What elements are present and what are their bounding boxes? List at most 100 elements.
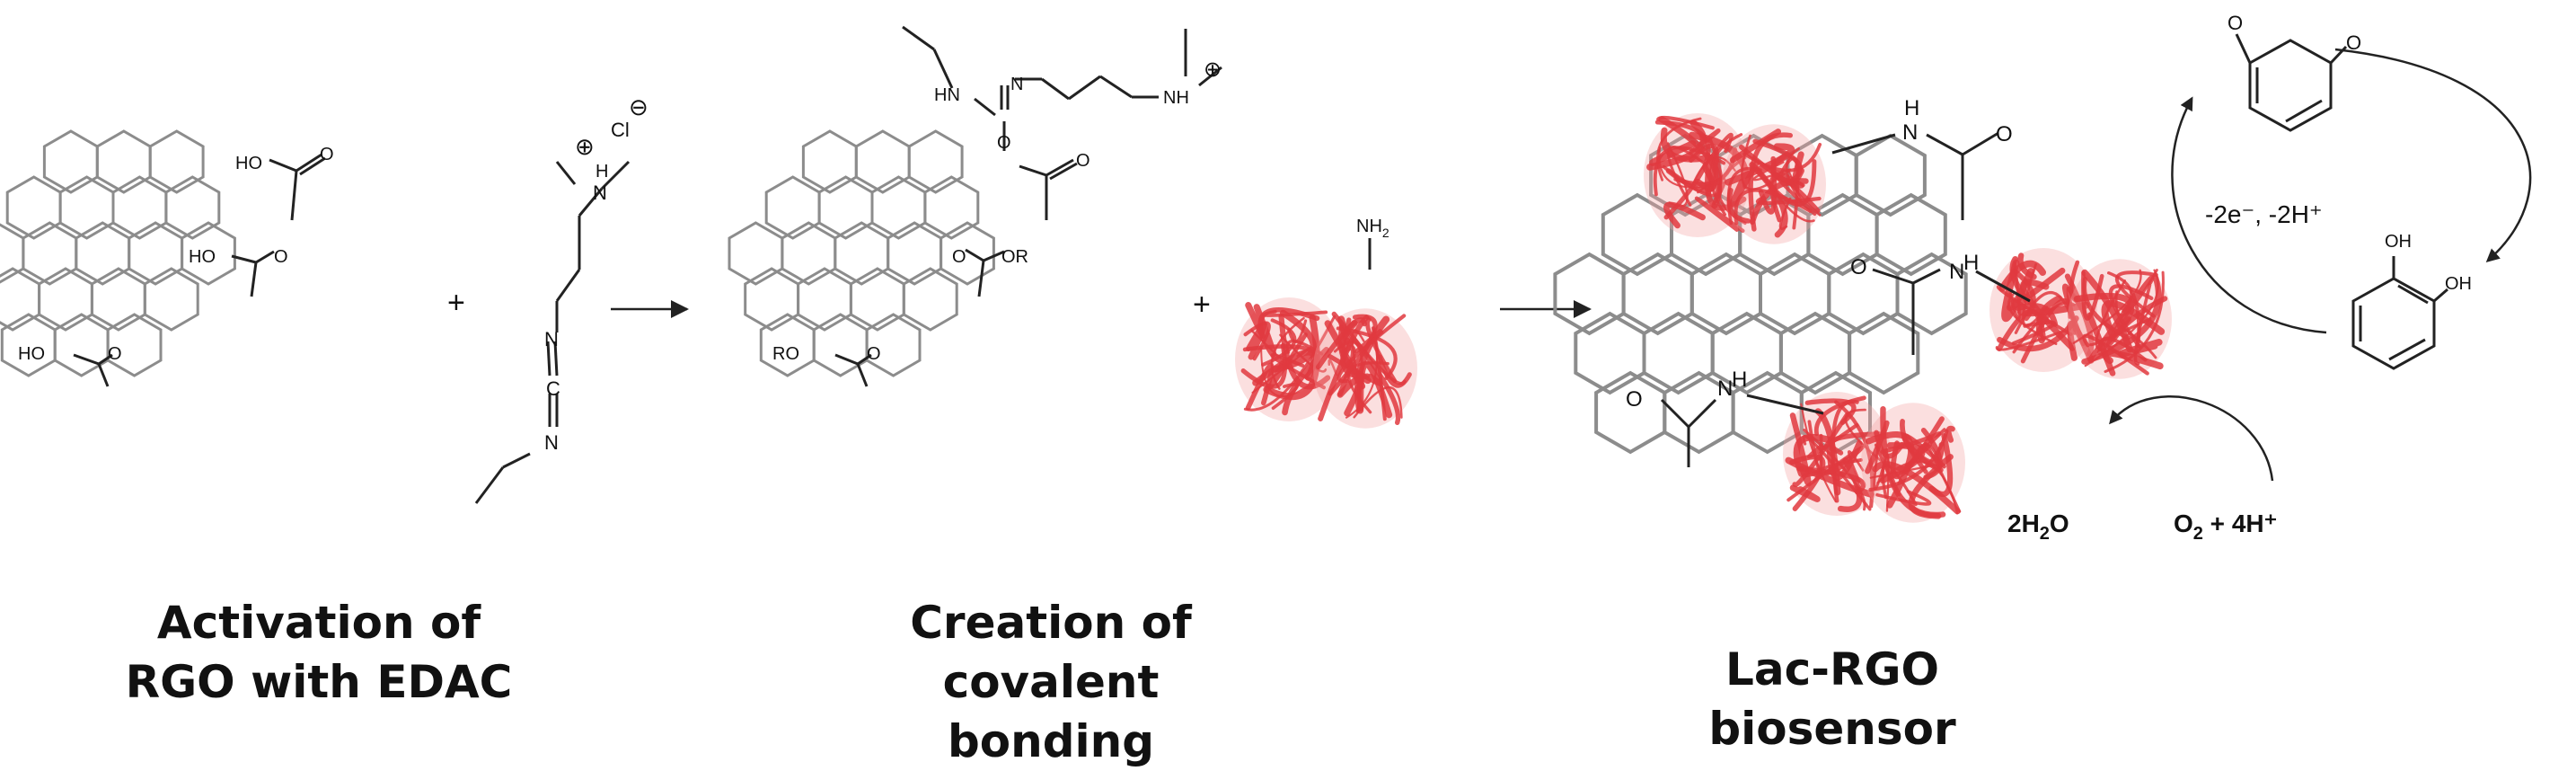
protein-ribbon (2081, 269, 2133, 353)
lattice-hexagon (849, 267, 905, 332)
protein-ribbon (2101, 350, 2164, 370)
lattice-hexagon (1759, 252, 1831, 336)
step2-caption-line2: bonding (947, 715, 1155, 767)
protein-ribbon (2104, 270, 2165, 373)
amide-n-bot: N (1717, 377, 1733, 401)
step3-caption: Lac-RGO biosensor (1599, 640, 2066, 758)
nh2-label: NH2 (1356, 217, 1389, 240)
protein-ribbon (2007, 293, 2058, 346)
protein-ribbon (1773, 170, 1817, 216)
o-acylisourea-chain (834, 25, 1222, 387)
edac-plus-label: ⊕ (575, 133, 595, 160)
lattice-hexagon (797, 267, 852, 332)
protein-ribbon (2082, 333, 2149, 376)
protein-ribbon (1803, 428, 1866, 511)
lattice-hexagon (143, 267, 199, 332)
protein-ribbon (1904, 428, 1946, 468)
lattice-hexagon (907, 129, 964, 194)
lattice-hexagon (781, 221, 837, 286)
protein-ribbon (1243, 315, 1337, 412)
protein-ribbon (1874, 430, 1905, 459)
laccase-enzyme-top (1644, 113, 1826, 244)
step2-caption: Creation of covalent bonding (799, 593, 1302, 771)
lattice-hexagon (1642, 311, 1715, 395)
protein-ribbon (1328, 359, 1338, 377)
protein-ribbon (1741, 134, 1792, 191)
amide-o-top: O (1996, 122, 2013, 146)
step1-caption-line2: RGO with EDAC (125, 656, 513, 708)
protein-ribbon (1880, 406, 1946, 518)
o-label-top: O (320, 145, 334, 164)
protein-ribbon (1688, 143, 1719, 197)
amide-h-bot: H (1732, 368, 1747, 392)
protein-ribbon (1725, 143, 1795, 186)
lattice-hexagon (1895, 252, 1968, 336)
protein-ribbon (1345, 328, 1378, 419)
protein-ribbon (1243, 321, 1271, 361)
protein-ribbon (1826, 440, 1863, 481)
catechol-oh-right: OH (2445, 274, 2472, 294)
protein-ribbon (1656, 115, 1715, 130)
ho-label-mid: HO (189, 247, 216, 267)
laccase-enzyme-bottom (1783, 392, 1965, 523)
plus-sign-2: + (1193, 288, 1211, 322)
protein-ribbon (2133, 283, 2152, 366)
o-quinone (2235, 33, 2348, 132)
step2-caption-line1: Creation of covalent (910, 597, 1192, 708)
lattice-hexagon (1553, 252, 1626, 336)
protein-ribbon (2012, 269, 2036, 322)
edac-cl-label: Cl (611, 119, 630, 141)
protein-ribbon (1734, 188, 1813, 226)
rgo-sheet-1 (0, 129, 236, 377)
n-imine-label: N (1010, 75, 1023, 94)
protein-ribbon (1694, 196, 1745, 234)
protein-ribbon (2096, 296, 2168, 356)
amide-o-mid: O (1850, 255, 1867, 279)
lattice-hexagon (1594, 370, 1667, 455)
lattice-hexagon (940, 221, 995, 286)
lattice-hexagon (38, 267, 93, 332)
protein-ribbon (1813, 395, 1866, 437)
lattice-hexagon (801, 129, 858, 194)
lattice-hexagon (887, 221, 943, 286)
o-label-mid: O (274, 247, 288, 267)
protein-ribbon (1262, 309, 1328, 317)
lattice-hexagon (128, 221, 184, 286)
protein-ribbon (2064, 273, 2095, 357)
protein-ribbon (1824, 456, 1852, 476)
protein-ribbon (1357, 360, 1393, 419)
lattice-hexagon (58, 175, 115, 240)
edac-minus-label: ⊖ (629, 93, 648, 120)
protein-ribbon (1331, 311, 1401, 425)
protein-ribbon (1873, 447, 1885, 491)
protein-ribbon (1240, 342, 1288, 389)
lattice-hexagon (817, 175, 874, 240)
laccase-enzyme-right (1989, 248, 2172, 379)
o-label-left: O (108, 344, 122, 364)
cycle-label: -2e⁻, -2H⁺ (2205, 200, 2323, 228)
protein-ribbon (1778, 197, 1792, 230)
rgo-sheet-2 (728, 129, 995, 377)
amide-h-top: H (1904, 96, 1919, 120)
laccase-enzyme: NH2 (1235, 217, 1417, 429)
protein-ribbon (1807, 420, 1823, 471)
lattice-hexagon (106, 313, 163, 377)
catechol-oh-top: OH (2385, 232, 2412, 252)
protein-ribbon (1748, 132, 1793, 232)
edac-molecule (474, 160, 631, 504)
protein-ribbon (1336, 326, 1398, 380)
oxygen-reduction-arrow (2109, 395, 2274, 482)
protein-ribbon (1704, 132, 1734, 165)
o-label-left-2: O (867, 344, 881, 364)
protein-ribbon (1337, 317, 1352, 349)
quinone-o-right: O (2346, 31, 2361, 54)
protein-ribbon (1282, 347, 1330, 416)
amide-n-mid: N (1949, 260, 1964, 284)
lattice-hexagon (148, 129, 205, 194)
edac-nh-label: N (593, 182, 607, 204)
protein-ribbon (1792, 151, 1804, 183)
o-ester-label: O (997, 133, 1011, 153)
lattice-hexagon (834, 221, 890, 286)
protein-ribbon (1337, 314, 1407, 384)
protein-ribbon (1796, 465, 1866, 495)
